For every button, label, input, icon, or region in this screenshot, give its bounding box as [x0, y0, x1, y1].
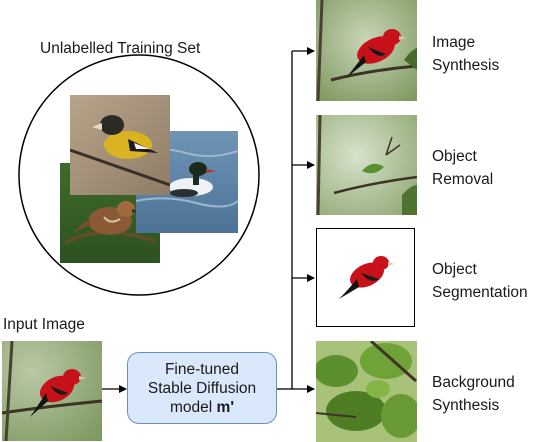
output-background-synthesis: [316, 341, 417, 442]
model-name: m': [216, 398, 234, 416]
model-line-3-prefix: model: [170, 398, 217, 416]
fine-tuned-model-box: Fine-tuned Stable Diffusion model m': [127, 352, 277, 424]
training-set-title: Unlabelled Training Set: [40, 40, 201, 57]
model-line-3: model m': [170, 398, 234, 417]
output-object-segmentation: [316, 228, 415, 327]
training-set-circle: [18, 54, 260, 296]
output-label-background-synthesis: Background Synthesis: [432, 374, 515, 414]
bird-grosbeak-photo: [70, 95, 170, 195]
output-image-synthesis: [316, 0, 417, 101]
input-image-photo: [2, 341, 102, 441]
output-label-object-removal: Object Removal: [432, 148, 494, 188]
output-label-image-synthesis: Image Synthesis: [432, 34, 500, 74]
input-image-label: Input Image: [3, 316, 85, 333]
model-line-2: Stable Diffusion: [147, 379, 257, 397]
output-label-object-segmentation: Object Segmentation: [432, 261, 528, 301]
model-line-1: Fine-tuned: [164, 360, 240, 378]
output-object-removal: [316, 115, 417, 215]
